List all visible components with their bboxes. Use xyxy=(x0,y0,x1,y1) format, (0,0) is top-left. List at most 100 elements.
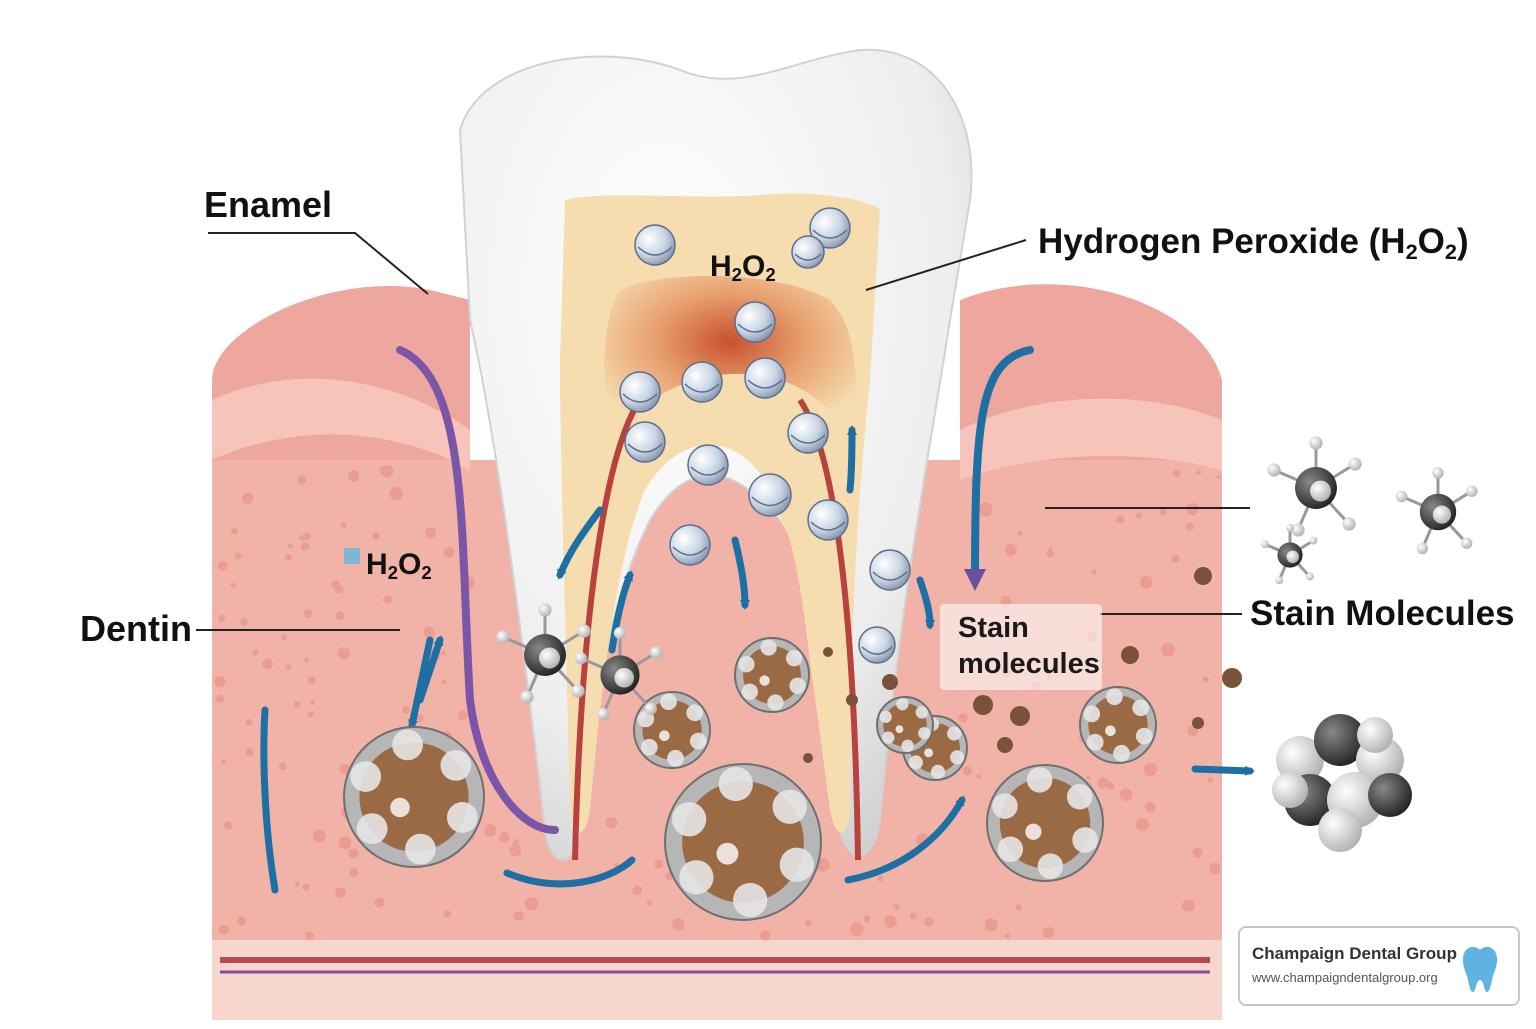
pore xyxy=(372,532,380,540)
pore xyxy=(509,844,522,857)
pore xyxy=(297,475,307,485)
pore xyxy=(335,887,346,898)
pore xyxy=(340,522,347,529)
pore xyxy=(976,774,982,780)
pore xyxy=(307,676,316,685)
pore xyxy=(1091,569,1097,575)
pore xyxy=(279,762,287,771)
purple-nerve-left xyxy=(396,346,559,834)
peroxide-bubble xyxy=(858,626,896,664)
pore xyxy=(894,903,900,910)
pore xyxy=(484,824,497,837)
pore xyxy=(1143,762,1158,777)
pore xyxy=(381,465,394,478)
dentin-label: Dentin xyxy=(80,608,192,649)
molecule-model xyxy=(1267,436,1362,537)
pore xyxy=(335,611,345,621)
h2o2-o: O xyxy=(742,250,766,283)
pore xyxy=(1119,788,1133,801)
pore xyxy=(237,916,247,926)
peroxide-bubble xyxy=(791,235,825,269)
pore xyxy=(240,618,248,626)
stain-particle xyxy=(1194,567,1212,585)
pore xyxy=(1000,595,1012,607)
pore xyxy=(909,912,917,920)
hp-suffix: ) xyxy=(1456,222,1469,261)
stain-clump xyxy=(664,763,822,921)
pore xyxy=(443,910,452,918)
pore xyxy=(221,758,227,764)
pore xyxy=(1196,469,1202,475)
peroxide-bubble xyxy=(869,549,911,591)
enamel-leader xyxy=(208,232,429,295)
peroxide-bubble xyxy=(687,444,729,486)
stain-molecule-models xyxy=(496,436,1478,852)
pore xyxy=(423,626,435,638)
pore xyxy=(218,924,229,936)
pore xyxy=(1135,512,1143,519)
peroxide-bubbles xyxy=(619,207,911,664)
stain-particle xyxy=(1222,668,1242,688)
pore xyxy=(374,897,385,908)
pore xyxy=(863,915,871,923)
pore xyxy=(1086,775,1091,780)
pore xyxy=(389,486,403,501)
hp-prefix: Hydrogen Peroxide (H xyxy=(1038,222,1406,261)
pore xyxy=(816,858,830,872)
stain-clump xyxy=(633,691,711,769)
molecule-model xyxy=(1260,524,1318,585)
pore xyxy=(441,651,446,656)
pore xyxy=(923,917,934,927)
pore xyxy=(884,915,897,928)
stain-particle xyxy=(973,695,993,715)
hydrogen-peroxide-label: Hydrogen Peroxide (H2O2) xyxy=(1038,222,1469,265)
stain-particle xyxy=(1192,717,1204,729)
h2o2-leader xyxy=(865,239,1027,291)
stain-clump xyxy=(343,726,485,868)
peroxide-bubble xyxy=(744,357,786,399)
pore xyxy=(1135,817,1149,831)
pore xyxy=(217,560,228,571)
pore xyxy=(303,532,311,541)
h2o2-marker-square xyxy=(344,548,360,564)
pore xyxy=(245,748,254,757)
pore xyxy=(302,883,310,892)
stain-clump xyxy=(986,764,1104,882)
peroxide-bubble xyxy=(681,361,723,403)
enamel-label: Enamel xyxy=(204,184,333,225)
pore xyxy=(231,527,239,535)
pore xyxy=(218,614,226,623)
pore xyxy=(1216,474,1221,479)
gum-layer-right xyxy=(960,398,1222,480)
pore xyxy=(310,700,315,705)
pore xyxy=(293,701,300,708)
pore xyxy=(524,896,539,911)
pore xyxy=(1139,575,1153,589)
pore xyxy=(499,831,510,843)
pore xyxy=(850,922,864,937)
pore xyxy=(307,711,314,718)
pore xyxy=(1207,776,1214,783)
pore xyxy=(1185,522,1195,531)
pore xyxy=(303,657,309,663)
pore xyxy=(416,714,424,722)
pore xyxy=(1209,862,1221,875)
peroxide-bubble xyxy=(734,301,776,343)
stain-molecules-inner-label: Stain molecules xyxy=(958,612,1100,680)
pore xyxy=(1017,530,1023,536)
pore xyxy=(230,582,236,588)
h2o2-dentin-label: H2O2 xyxy=(344,548,432,584)
pore xyxy=(304,609,313,618)
pore xyxy=(286,664,292,670)
pore xyxy=(1106,782,1115,790)
stain-label-backdrop xyxy=(940,604,1102,690)
gum-layer-left xyxy=(212,378,470,470)
stain-particle xyxy=(1010,706,1030,726)
pore xyxy=(877,875,884,882)
large-stain-molecule xyxy=(1272,714,1412,852)
pore xyxy=(284,554,292,562)
h2o2-o-left: O xyxy=(398,548,422,581)
pore xyxy=(1015,904,1022,911)
